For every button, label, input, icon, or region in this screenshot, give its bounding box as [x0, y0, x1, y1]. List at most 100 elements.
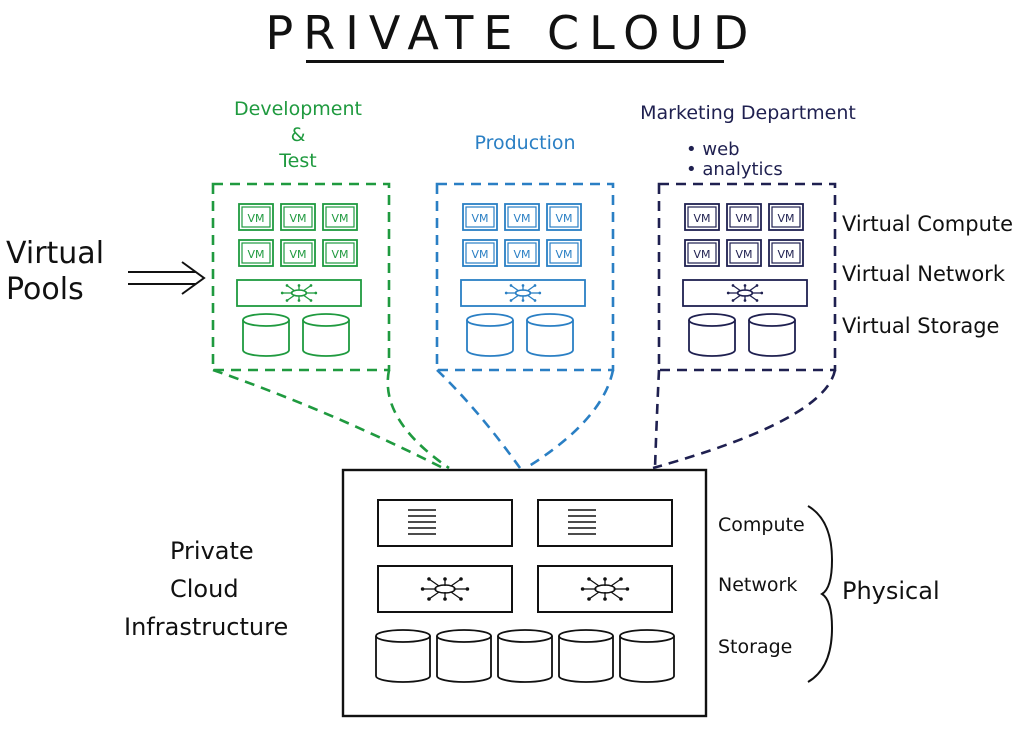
vm-screen	[325, 206, 355, 228]
vm-label: VM	[289, 248, 306, 261]
cylinder-body	[466, 320, 514, 357]
vm-frame	[726, 203, 762, 231]
hub-spoke	[450, 591, 462, 600]
funnel-line-left	[436, 369, 522, 469]
bullet-text: web	[702, 139, 740, 160]
network-switch-unit	[377, 565, 513, 613]
vm-icon: VM	[684, 239, 720, 267]
hub-arrowhead	[603, 597, 607, 601]
vm-frame	[546, 203, 582, 231]
network-switch-box	[537, 565, 673, 613]
vm-icon: VM	[280, 239, 316, 267]
hub-arrowhead	[459, 577, 463, 581]
network-hub-icon	[504, 284, 542, 302]
hub-arrowhead	[504, 291, 508, 295]
hub-arrowhead	[731, 299, 735, 302]
infrastructure-frame	[341, 468, 708, 718]
hub-arrowhead	[533, 299, 537, 302]
cylinder-body	[748, 320, 796, 357]
vm-frame	[238, 239, 274, 267]
hub-spoke	[732, 294, 741, 302]
vm-icon: VM	[768, 239, 804, 267]
vm-icon: VM	[238, 203, 274, 231]
vm-frame	[684, 239, 720, 267]
vm-frame	[322, 239, 358, 267]
vm-frame	[238, 203, 274, 231]
hub-spoke	[732, 284, 741, 292]
pool-dashed-border	[657, 182, 837, 372]
hub-ellipse	[594, 584, 616, 594]
vm-screen	[465, 242, 495, 264]
vm-screen	[771, 242, 801, 264]
vm-screen	[549, 206, 579, 228]
infra-label-line: Private	[170, 537, 254, 565]
hub-arrowhead	[443, 577, 447, 581]
vm-label: VM	[247, 248, 264, 261]
cylinder-body	[619, 636, 675, 683]
physical-label: Physical	[842, 577, 940, 605]
vm-icon: VM	[546, 239, 582, 267]
vm-frame	[768, 239, 804, 267]
vm-label: VM	[555, 212, 572, 225]
hub-spoke	[588, 591, 600, 600]
hub-spoke	[510, 294, 519, 302]
physical-brace	[807, 505, 834, 683]
vm-label: VM	[693, 248, 710, 261]
hub-spoke	[510, 284, 519, 292]
hub-arrowhead	[580, 587, 585, 591]
vm-frame	[280, 203, 316, 231]
pools-arrow	[128, 261, 206, 295]
vm-frame	[684, 203, 720, 231]
cylinder-top	[558, 629, 614, 643]
hub-arrowhead	[755, 284, 759, 287]
vm-label: VM	[777, 248, 794, 261]
vm-frame	[462, 239, 498, 267]
hub-arrowhead	[726, 291, 730, 295]
hub-spoke	[286, 294, 295, 302]
vm-icon: VM	[238, 239, 274, 267]
hub-arrowhead	[285, 299, 289, 302]
hub-spoke	[749, 284, 758, 292]
vm-screen	[325, 242, 355, 264]
physical-storage-cylinder	[375, 629, 431, 683]
hub-spoke	[610, 591, 622, 600]
vm-frame	[504, 203, 540, 231]
physical-storage-cylinder	[558, 629, 614, 683]
vm-icon: VM	[462, 203, 498, 231]
network-hub-icon	[726, 284, 764, 302]
hub-spoke	[428, 591, 440, 600]
hub-spoke	[286, 284, 295, 292]
cylinder-body	[242, 320, 290, 357]
vm-icon: VM	[504, 239, 540, 267]
vm-screen	[507, 206, 537, 228]
storage-cylinder	[688, 313, 736, 357]
hub-arrowhead	[314, 291, 318, 295]
vm-frame	[462, 203, 498, 231]
vm-screen	[687, 242, 717, 264]
hub-arrowhead	[538, 291, 542, 295]
vm-label: VM	[735, 212, 752, 225]
vm-frame	[768, 203, 804, 231]
page-title: PRIVATE CLOUD	[265, 6, 759, 60]
funnel-line-left	[653, 369, 661, 469]
hub-arrowhead	[743, 284, 747, 287]
vm-icon: VM	[684, 203, 720, 231]
hub-spoke	[450, 578, 462, 587]
pool-title-dev-test: Development & Test	[208, 96, 388, 174]
vm-frame	[726, 239, 762, 267]
vm-screen	[729, 242, 759, 264]
infrastructure-label: Private Cloud Infrastructure	[124, 532, 288, 646]
pool-title-line: Production	[474, 132, 576, 154]
server-box	[377, 499, 513, 547]
cylinder-top	[688, 313, 736, 327]
vm-screen	[687, 206, 717, 228]
network-hub-icon	[280, 284, 318, 302]
hub-arrowhead	[427, 597, 431, 601]
pool-title-line: Development	[234, 98, 362, 120]
hub-arrowhead	[443, 597, 447, 601]
hub-arrowhead	[533, 284, 537, 287]
